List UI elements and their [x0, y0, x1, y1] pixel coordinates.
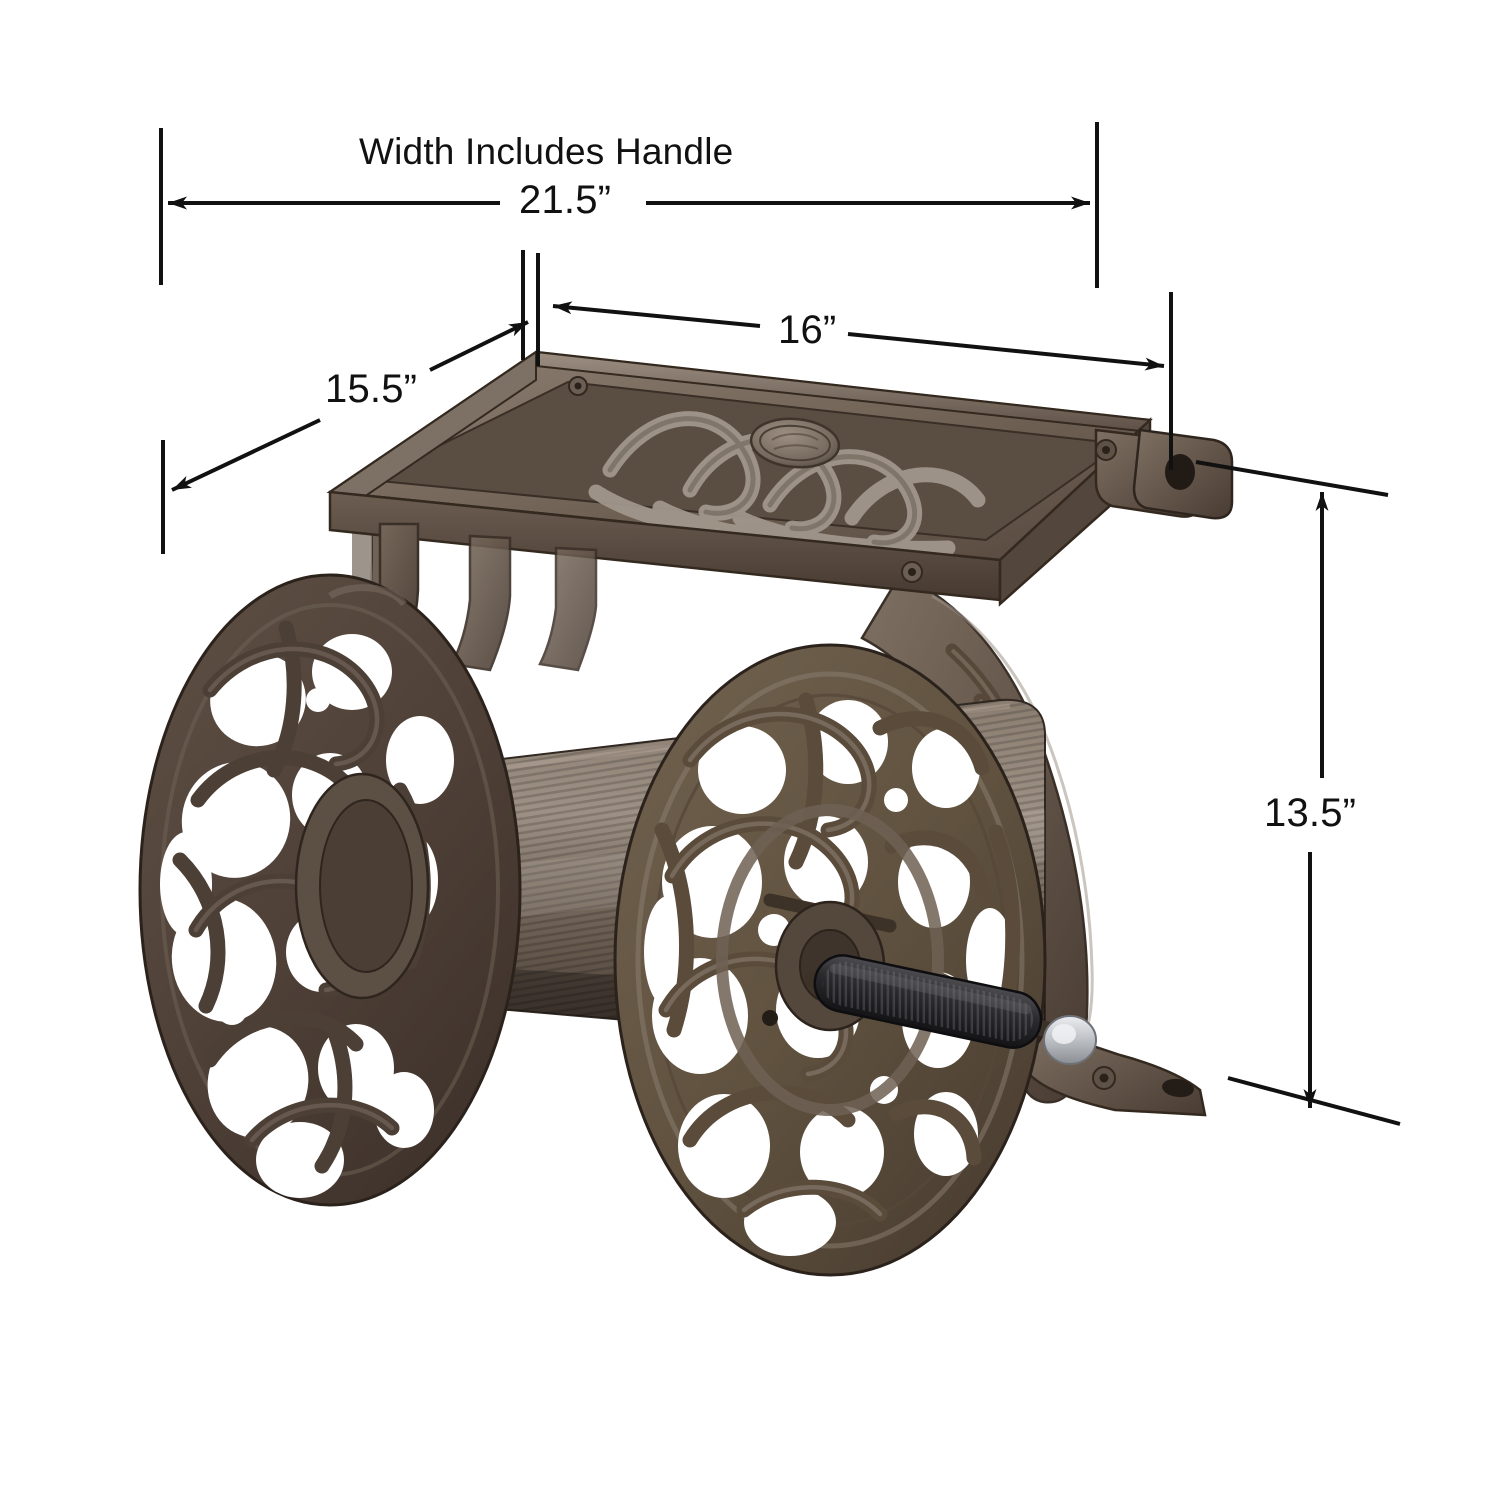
dimension-label-16: 16” — [778, 308, 837, 352]
top-shelf-tray — [326, 350, 1202, 678]
crank-handle — [804, 954, 1097, 1065]
note-width-includes-handle: Width Includes Handle — [359, 131, 734, 172]
medallion-badge — [749, 417, 841, 469]
left-reel-flange — [138, 573, 522, 1207]
dimension-label-21-5: 21.5” — [519, 178, 612, 222]
left-flange-filigree — [160, 620, 454, 1198]
dimension-label-13-5: 13.5” — [1264, 791, 1357, 835]
dimension-label-15-5: 15.5” — [325, 367, 418, 411]
crank-end-cap — [1043, 1015, 1097, 1065]
upper-mount-bracket — [1132, 428, 1234, 520]
